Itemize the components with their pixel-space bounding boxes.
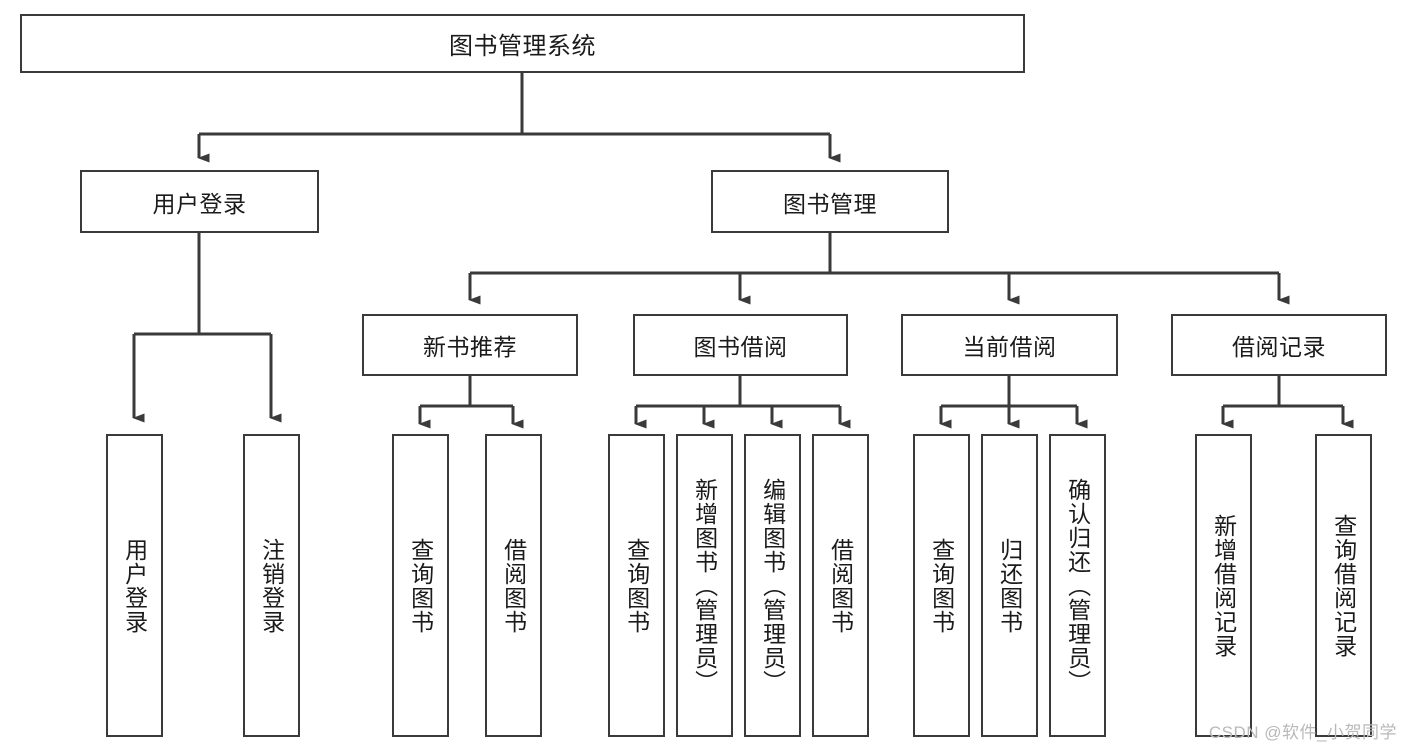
node-label: 借阅记录 <box>1232 334 1326 360</box>
node-label: 查询借阅记录 <box>1330 513 1357 658</box>
node-label: 图书借阅 <box>693 334 788 360</box>
node-label: 借阅图书 <box>827 537 854 634</box>
node-root-book-management-system[interactable]: 图书管理系统 <box>20 14 1025 73</box>
leaf-book-borrow-borrow-book[interactable]: 借阅图书 <box>812 434 869 737</box>
node-label: 图书管理系统 <box>449 33 596 60</box>
node-label: 新增借阅记录 <box>1210 513 1237 658</box>
leaf-current-borrow-confirm-return-admin[interactable]: 确认归还（管理员） <box>1049 434 1106 737</box>
leaf-borrow-record-add-record[interactable]: 新增借阅记录 <box>1195 434 1252 737</box>
node-label: 用户登录 <box>152 190 247 217</box>
leaf-book-borrow-query-book[interactable]: 查询图书 <box>608 434 665 737</box>
node-label: 当前借阅 <box>962 334 1057 360</box>
node-borrow-record[interactable]: 借阅记录 <box>1171 314 1387 376</box>
leaf-current-borrow-return-book[interactable]: 归还图书 <box>981 434 1038 737</box>
node-label: 查询图书 <box>623 537 650 634</box>
node-label: 查询图书 <box>928 537 955 634</box>
leaf-new-book-query-book[interactable]: 查询图书 <box>392 434 449 737</box>
watermark-text: CSDN @软件_小贺同学 <box>1208 723 1397 742</box>
leaf-borrow-record-query-record[interactable]: 查询借阅记录 <box>1315 434 1372 737</box>
node-label: 归还图书 <box>996 537 1023 634</box>
leaf-user-login-login[interactable]: 用户登录 <box>106 434 163 737</box>
leaf-book-borrow-edit-book-admin[interactable]: 编辑图书（管理员） <box>744 434 801 737</box>
node-label: 新书推荐 <box>423 334 517 360</box>
node-label: 新增图书（管理员） <box>691 477 718 694</box>
node-new-book-recommend[interactable]: 新书推荐 <box>362 314 578 376</box>
leaf-user-login-logout[interactable]: 注销登录 <box>243 434 300 737</box>
leaf-current-borrow-query-book[interactable]: 查询图书 <box>913 434 970 737</box>
node-user-login[interactable]: 用户登录 <box>80 170 319 233</box>
node-label: 用户登录 <box>121 537 148 634</box>
node-label: 图书管理 <box>783 190 877 217</box>
leaf-book-borrow-add-book-admin[interactable]: 新增图书（管理员） <box>676 434 733 737</box>
node-label: 借阅图书 <box>500 537 527 634</box>
node-label: 查询图书 <box>407 537 434 634</box>
leaf-new-book-borrow-book[interactable]: 借阅图书 <box>485 434 542 737</box>
node-label: 注销登录 <box>258 537 285 634</box>
node-book-management[interactable]: 图书管理 <box>711 170 949 233</box>
node-current-borrow[interactable]: 当前借阅 <box>901 314 1118 376</box>
node-book-borrow[interactable]: 图书借阅 <box>633 314 848 376</box>
node-label: 编辑图书（管理员） <box>759 477 786 694</box>
node-label: 确认归还（管理员） <box>1064 477 1091 694</box>
